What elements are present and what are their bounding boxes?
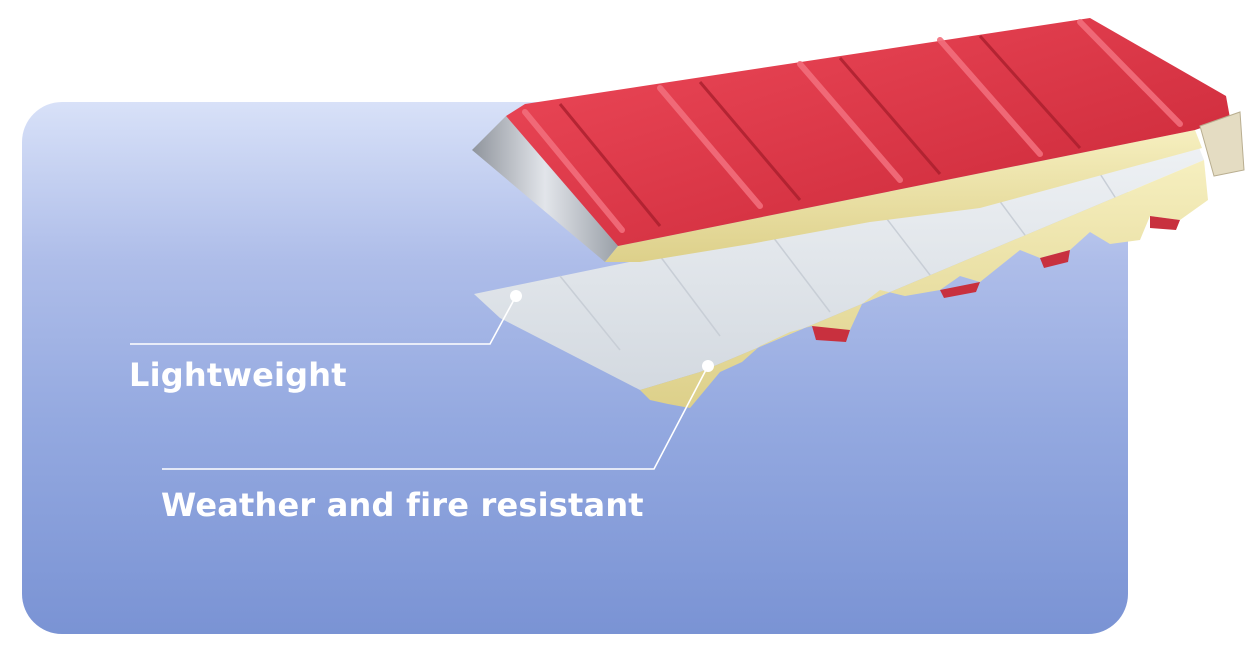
- leader-lines: [130, 295, 709, 470]
- lower-panel-sheet: [474, 145, 1204, 390]
- connector-tab: [1199, 111, 1245, 177]
- weather-marker-dot: [702, 360, 714, 372]
- upper-panel-metal-edge: [472, 116, 618, 262]
- leader-line-lightweight: [130, 295, 517, 345]
- lightweight-marker-dot: [510, 290, 522, 302]
- upper-panel: [472, 18, 1245, 262]
- upper-panel-red-sheet: [506, 18, 1230, 246]
- callout-lightweight-label: Lightweight: [129, 356, 347, 394]
- leader-line-weather: [162, 365, 709, 470]
- lower-panel: [474, 145, 1208, 408]
- lower-panel-foam: [640, 160, 1208, 408]
- upper-panel-foam: [605, 130, 1202, 262]
- callout-weather-label: Weather and fire resistant: [161, 486, 644, 524]
